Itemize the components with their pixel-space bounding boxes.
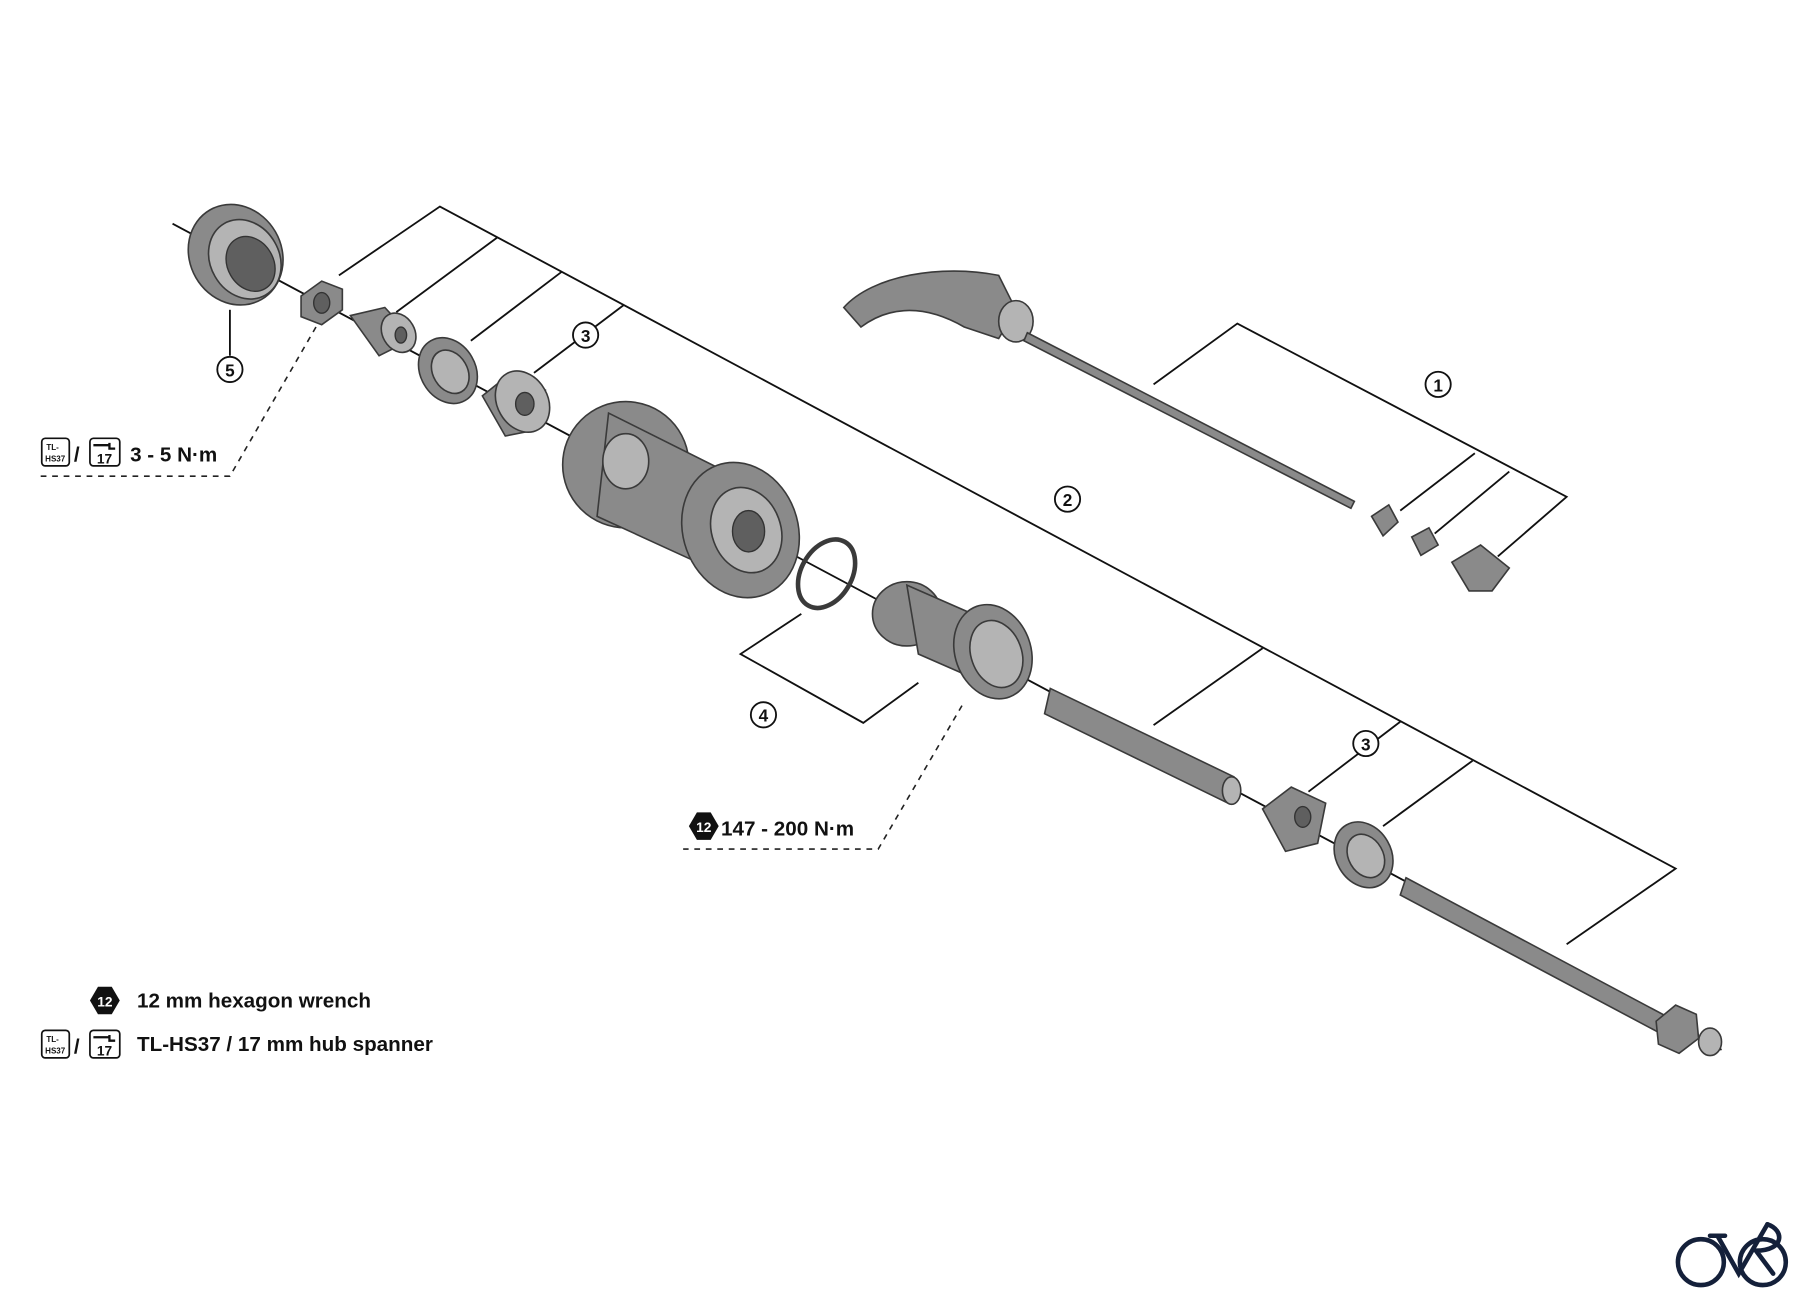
hexagon-wrench-icon [89,986,120,1015]
svg-text:5: 5 [225,360,235,380]
callout-3: 3 [1352,729,1380,758]
torque-spec-freehub: 12 147 - 200 N·m [688,812,854,840]
svg-text:/: / [74,1035,80,1058]
part-quick-release [842,270,1511,592]
part-seal [417,336,479,405]
bracket-4 [738,613,919,724]
callout-4: 4 [749,701,777,729]
callout-2: 2 [1053,485,1082,513]
svg-text:/: / [74,443,80,466]
part-bearing [481,370,551,437]
svg-text:12: 12 [696,820,712,835]
torque-spec-locknut: TL- HS37 / 17 3 - 5 N·m [40,437,217,467]
svg-text:1: 1 [1433,375,1443,395]
legend-hex-wrench: 12 12 mm hexagon wrench [89,986,371,1015]
svg-text:TL-HS37 / 17 mm hub spanner: TL-HS37 / 17 mm hub spanner [137,1033,433,1056]
part-bearing-right [1261,786,1327,853]
tl-hs37-icon: TL- HS37 [40,437,71,467]
svg-text:TL-: TL- [46,443,59,452]
svg-text:TL-: TL- [46,1035,59,1044]
callout-3: 3 [572,321,600,349]
part-axle-tube [1043,687,1242,806]
part-locknut [300,280,344,326]
torque-leader-freehub [683,705,963,850]
svg-text:17: 17 [97,452,113,467]
svg-text:3: 3 [1361,734,1371,754]
torque-leader-locknut [40,326,317,477]
svg-text:12: 12 [97,994,113,1009]
svg-text:3: 3 [581,326,591,346]
svg-text:3 - 5 N·m: 3 - 5 N·m [130,443,217,466]
svg-text:4: 4 [759,706,769,726]
legend-hub-spanner: TL- HS37 / 17 TL-HS37 / 17 mm hub spanne… [40,1029,433,1059]
part-dust-cap [187,203,284,306]
part-o-ring [795,537,858,611]
part-seal-right [1333,821,1394,889]
callout-1: 1 [1424,370,1452,398]
bracket-2 [338,205,1678,946]
hexagon-wrench-icon: 12 [688,812,719,840]
svg-text:HS37: HS37 [45,454,66,463]
svg-text:12 mm hexagon wrench: 12 mm hexagon wrench [137,989,371,1012]
part-hub-body [561,400,801,599]
svg-text:147 - 200 N·m: 147 - 200 N·m [721,817,854,840]
svg-text:2: 2 [1063,490,1073,510]
part-axle [1399,876,1723,1057]
hub-spanner-icon: 17 [89,437,121,467]
bike-logo-icon [1675,1221,1789,1288]
callout-5: 5 [216,355,244,384]
svg-text:HS37: HS37 [45,1046,66,1055]
bracket-1 [1153,322,1569,558]
part-freehub-body [871,580,1033,700]
part-spacer [349,306,417,357]
svg-text:17: 17 [97,1044,113,1059]
tl-hs37-icon [40,1029,71,1059]
